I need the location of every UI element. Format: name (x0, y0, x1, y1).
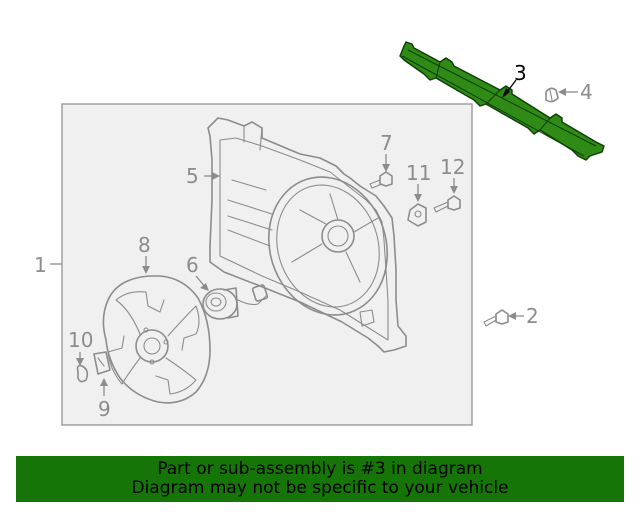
part-12-bolt[interactable] (433, 195, 461, 213)
banner-line-1: Part or sub-assembly is #3 in diagram (157, 459, 483, 479)
callout-3[interactable]: 3 (514, 61, 527, 85)
part-6-fan-motor[interactable] (202, 284, 269, 320)
callout-6[interactable]: 6 (186, 253, 199, 277)
callout-9[interactable]: 9 (98, 397, 111, 421)
part-2-bolt[interactable] (483, 309, 509, 327)
part-10-clip[interactable] (76, 364, 89, 383)
callout-7[interactable]: 7 (380, 131, 393, 155)
part-8-fan[interactable] (102, 275, 211, 404)
callout-11[interactable]: 11 (406, 161, 431, 185)
banner-line-2: Diagram may not be specific to your vehi… (131, 478, 509, 498)
callout-5[interactable]: 5 (186, 164, 199, 188)
part-11-bracket[interactable] (407, 203, 427, 227)
part-info-banner: Part or sub-assembly is #3 in diagram Di… (16, 456, 624, 502)
callout-12[interactable]: 12 (440, 155, 465, 179)
part-5-fan-shroud[interactable] (207, 117, 407, 353)
assembly-box (61, 103, 473, 426)
callout-10[interactable]: 10 (68, 328, 93, 352)
callout-2[interactable]: 2 (526, 304, 539, 328)
callout-8[interactable]: 8 (138, 233, 151, 257)
part-4-clip[interactable] (545, 87, 559, 103)
part-9-plate[interactable] (93, 351, 111, 375)
callout-4[interactable]: 4 (580, 80, 593, 104)
callout-1[interactable]: 1 (34, 253, 47, 277)
